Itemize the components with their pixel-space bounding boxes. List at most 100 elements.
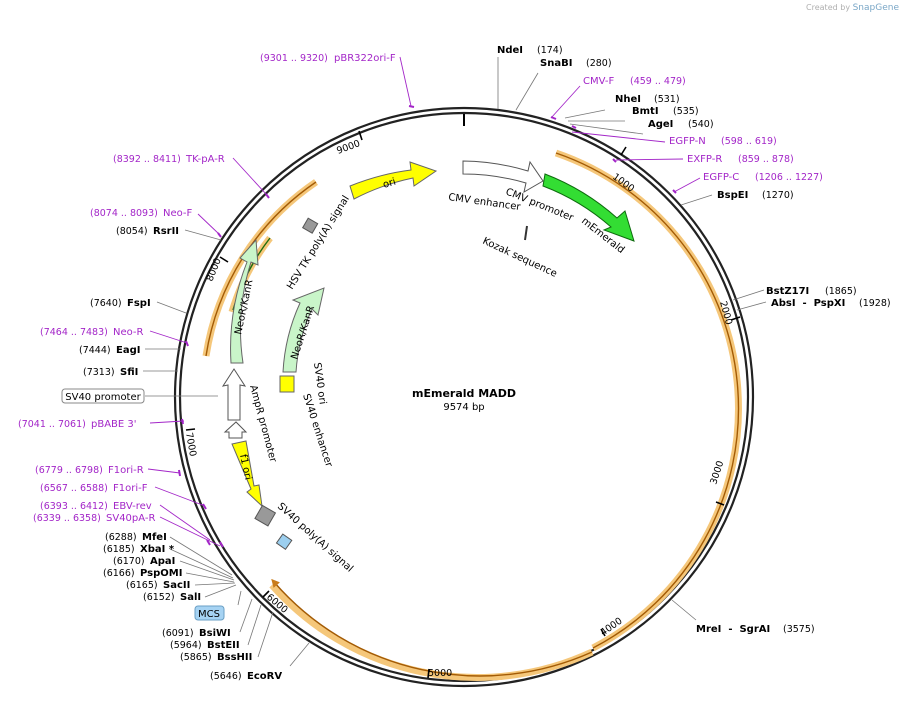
sv40-promoter-box: SV40 promoter	[61, 388, 145, 404]
site-fspi-pos: (7640)	[90, 298, 122, 309]
primer-neo-r: Neo-R	[113, 327, 144, 338]
primer-f1ori-f-pos: (6567 .. 6588)	[40, 483, 108, 494]
site-mrei-sgrai: MreI - SgrAI	[696, 624, 770, 635]
site-snabi-pos: (280)	[586, 58, 612, 69]
f1-ori-arrow	[231, 440, 263, 508]
primer-tk-pa-r: TK-pA-R	[185, 154, 225, 165]
primer-sv40pa-r: SV40pA-R	[106, 513, 155, 524]
f1-ori-label: f1 ori	[237, 453, 253, 481]
primer-cmv-f-pos: (459 .. 479)	[630, 76, 686, 87]
plasmid-name: mEmerald MADD	[412, 387, 516, 400]
site-agei-pos: (540)	[688, 119, 714, 130]
primer-ebv-rev: EBV-rev	[113, 501, 152, 512]
kozak-mark	[524, 225, 528, 241]
primer-f1ori-r: F1ori-R	[108, 465, 144, 476]
site-sacii: SacII	[163, 580, 190, 591]
primer-cmv-f: CMV-F	[583, 76, 614, 87]
site-bsshii-pos: (5865)	[180, 652, 212, 663]
site-ndei: NdeI	[497, 45, 523, 56]
site-agei: AgeI	[648, 119, 673, 130]
site-rsrii: RsrII	[153, 226, 179, 237]
primer-egfp-n: EGFP-N	[669, 136, 706, 147]
tick-7000: 7000	[183, 432, 198, 458]
site-bmti: BmtI	[632, 106, 659, 117]
site-nhei-pos: (531)	[654, 94, 680, 105]
tick-5000: 5000	[428, 668, 452, 679]
site-bsiwi-pos: (6091)	[162, 628, 194, 639]
sv40-polya-gray-box	[254, 504, 277, 527]
mcs-label: MCS	[198, 609, 220, 620]
primer-marks-left	[178, 105, 415, 548]
backbone-outer	[173, 106, 755, 688]
credit-text: Created by	[806, 3, 851, 12]
neokanr-inner-arrow	[282, 287, 325, 373]
site-bspei: BspEI	[717, 190, 748, 201]
primer-ebv-rev-pos: (6393 .. 6412)	[40, 501, 108, 512]
site-xbai-pos: (6185)	[103, 544, 135, 555]
site-mfei-pos: (6288)	[105, 532, 137, 543]
primer-neo-f: Neo-F	[163, 208, 193, 219]
mcs-box: MCS	[194, 605, 225, 621]
primer-exfp-r: EXFP-R	[687, 154, 722, 165]
primer-egfp-c-pos: (1206 .. 1227)	[755, 172, 823, 183]
leader-lines-right	[497, 57, 767, 621]
site-pspomi-pos: (6166)	[103, 568, 135, 579]
primer-exfp-r-pos: (859 .. 878)	[738, 154, 794, 165]
primer-neo-f-pos: (8074 .. 8093)	[90, 208, 158, 219]
site-eagi-pos: (7444)	[79, 345, 111, 356]
site-ndei-pos: (174)	[537, 45, 563, 56]
site-sali-pos: (6152)	[143, 592, 175, 603]
sv40-polya-blue-box	[275, 533, 293, 551]
site-bsshii: BssHII	[217, 652, 252, 663]
orf-bottom-glow	[269, 582, 594, 681]
primer-pbr322ori-f-pos: (9301 .. 9320)	[260, 53, 328, 64]
site-bsiwi: BsiWI	[199, 628, 231, 639]
sv40-promoter-label: SV40 promoter	[65, 392, 141, 403]
ampr-promoter-arrow	[221, 368, 247, 421]
ori-arrow	[349, 161, 438, 200]
orf-bottom	[271, 578, 593, 677]
site-sfii: SfiI	[120, 367, 138, 378]
site-nhei: NheI	[615, 94, 641, 105]
kozak-label: Kozak sequence	[481, 236, 559, 280]
site-xbai: XbaI *	[140, 544, 175, 555]
site-sali: SalI	[180, 592, 201, 603]
memerald-arrow	[542, 173, 635, 242]
sv40-ori-box	[279, 375, 295, 393]
tick-3000: 3000	[708, 460, 726, 486]
primer-pbabe3: pBABE 3'	[91, 419, 137, 430]
site-apai: ApaI	[150, 556, 175, 567]
ori-label: ori	[382, 177, 398, 191]
site-bstz17i-pos: (1865)	[825, 286, 857, 297]
snapgene-credit: Created by SnapGene	[806, 3, 899, 13]
neokanr-outer-arrow	[230, 238, 259, 364]
site-ecorv-pos: (5646)	[210, 671, 242, 682]
primer-egfp-c: EGFP-C	[703, 172, 739, 183]
site-bstz17i: BstZ17I	[766, 286, 809, 297]
site-bspei-pos: (1270)	[762, 190, 794, 201]
site-bsteii: BstEII	[207, 640, 240, 651]
hsv-tk-polya-box	[301, 217, 319, 234]
orf-right	[555, 152, 740, 649]
site-fspi: FspI	[127, 298, 151, 309]
site-absi-pspxi-pos: (1928)	[859, 298, 891, 309]
site-mrei-sgrai-pos: (3575)	[783, 624, 815, 635]
site-rsrii-pos: (8054)	[116, 226, 148, 237]
site-bmti-pos: (535)	[673, 106, 699, 117]
site-apai-pos: (6170)	[113, 556, 145, 567]
site-mfei: MfeI	[142, 532, 167, 543]
hsv-tk-label: HSV TK poly(A) signal	[285, 194, 352, 292]
primer-f1ori-r-pos: (6779 .. 6798)	[35, 465, 103, 476]
primer-f1ori-f: F1ori-F	[113, 483, 148, 494]
site-absi-pspxi: AbsI - PspXI	[771, 298, 845, 309]
site-sfii-pos: (7313)	[83, 367, 115, 378]
ampr-small-arrow	[223, 421, 248, 439]
primer-lines-right	[550, 85, 701, 193]
site-snabi: SnaBI	[540, 58, 572, 69]
site-eagi: EagI	[116, 345, 140, 356]
primer-egfp-n-pos: (598 .. 619)	[721, 136, 777, 147]
primer-marks-right	[550, 116, 677, 194]
backbone-inner	[178, 111, 750, 683]
tick-marks	[185, 130, 741, 679]
